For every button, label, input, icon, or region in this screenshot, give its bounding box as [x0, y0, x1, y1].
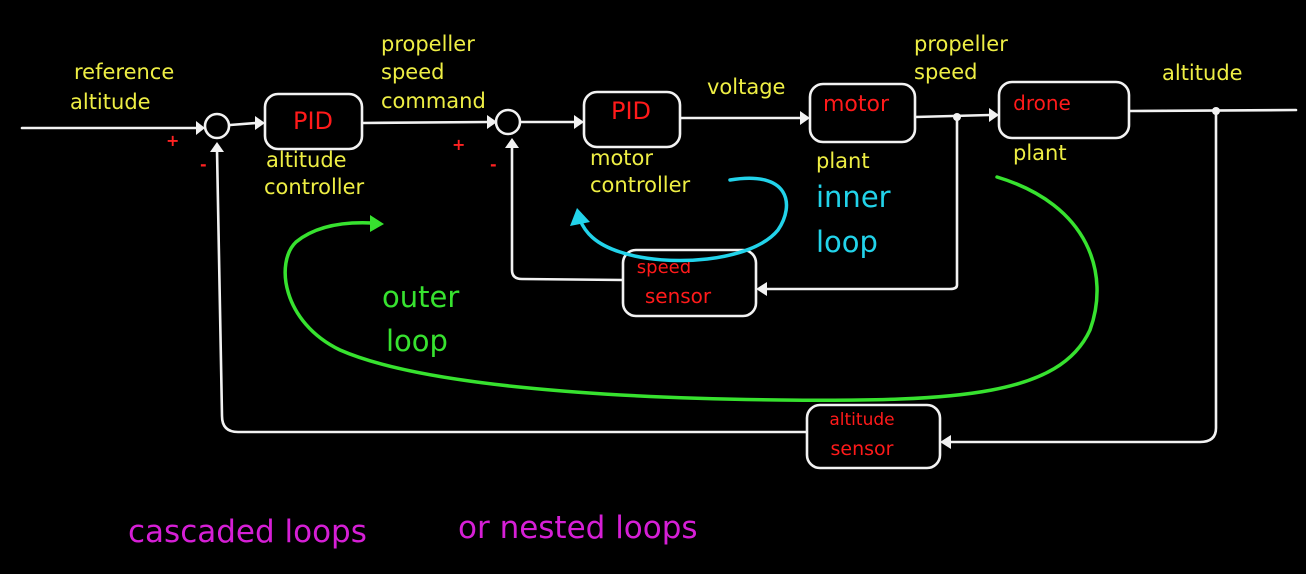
- arrowhead-speed-sensor: [756, 282, 767, 296]
- arrowhead-sum1-feedback: [210, 142, 224, 152]
- altitude-feedback-wire: [944, 109, 1218, 444]
- drone-label: drone: [1013, 91, 1071, 115]
- voltage-label: voltage: [707, 75, 785, 99]
- altitude-controller-label-line1: altitude: [266, 148, 347, 172]
- motor-pid-label: PID: [611, 97, 651, 125]
- speed-junction-dot: [953, 113, 961, 121]
- drone-block: drone: [997, 80, 1131, 140]
- prop-command-label-line1: propeller: [381, 32, 475, 56]
- inner-loop-label-line1: inner: [816, 180, 891, 214]
- reference-label-line1: reference: [74, 60, 174, 84]
- motor-controller-label-line1: motor: [590, 146, 653, 170]
- arrowhead-sum2: [487, 115, 497, 129]
- outer-summing-junction: [203, 112, 231, 140]
- sum2-minus-sign: -: [490, 155, 497, 174]
- reference-label-line2: altitude: [70, 90, 151, 114]
- altitude-sensor-label-line1: altitude: [829, 410, 894, 430]
- altitude-output-label: altitude: [1162, 61, 1243, 85]
- speed-feedback-wire: [760, 115, 959, 291]
- caption-cascaded-loops: cascaded loops: [128, 514, 367, 550]
- prop-speed-label-line2: speed: [914, 60, 977, 84]
- altitude-sensor-block: altitude sensor: [805, 403, 942, 470]
- altitude-controller-label-line2: controller: [264, 175, 365, 199]
- arrowhead-motor-pid: [574, 115, 584, 129]
- outer-loop-label-line2: loop: [386, 324, 448, 358]
- prop-command-label-line3: command: [381, 89, 486, 113]
- inner-loop-arrowhead: [570, 208, 590, 226]
- arrowhead-altitude-sensor: [940, 435, 951, 449]
- motor-pid-block: PID: [582, 90, 682, 149]
- drone-plant-label: plant: [1013, 141, 1067, 165]
- altitude-pid-label: PID: [293, 107, 333, 135]
- pid-to-sum2-wire: [360, 120, 490, 125]
- altitude-sensor-label-line2: sensor: [831, 438, 894, 460]
- arrowhead-sum1: [196, 121, 205, 135]
- altitude-sensor-to-sum1-wire: [215, 148, 809, 434]
- speed-sensor-to-sum2-wire: [510, 144, 625, 282]
- inner-summing-junction: [494, 108, 522, 136]
- sum2-plus-sign: +: [452, 135, 465, 154]
- arrowhead-altitude-pid: [255, 116, 265, 130]
- outer-loop-arrowhead: [370, 215, 384, 232]
- motor-controller-label-line2: controller: [590, 173, 691, 197]
- sum1-minus-sign: -: [200, 155, 207, 174]
- outer-loop-arrow: [283, 175, 1099, 403]
- motor-to-drone-wire: [913, 113, 992, 119]
- arrowhead-sum2-feedback: [505, 138, 519, 148]
- arrowhead-motor: [800, 111, 810, 125]
- motor-plant-label: plant: [816, 149, 870, 173]
- outer-loop-label-line1: outer: [382, 280, 459, 314]
- motor-block: motor: [808, 82, 917, 144]
- inner-loop-arrow: [578, 176, 789, 263]
- sum1-to-pid-wire: [228, 121, 258, 127]
- prop-command-label-line2: speed: [381, 60, 444, 84]
- motor-label: motor: [823, 92, 890, 117]
- altitude-junction-dot: [1212, 107, 1220, 115]
- inner-loop-label-line2: loop: [816, 225, 878, 259]
- sum1-plus-sign: +: [166, 131, 179, 150]
- arrowhead-drone: [989, 108, 999, 122]
- caption-nested-loops: or nested loops: [458, 510, 698, 546]
- prop-speed-label-line1: propeller: [914, 32, 1008, 56]
- altitude-pid-block: PID: [263, 92, 364, 151]
- speed-sensor-label-line2: sensor: [645, 284, 712, 308]
